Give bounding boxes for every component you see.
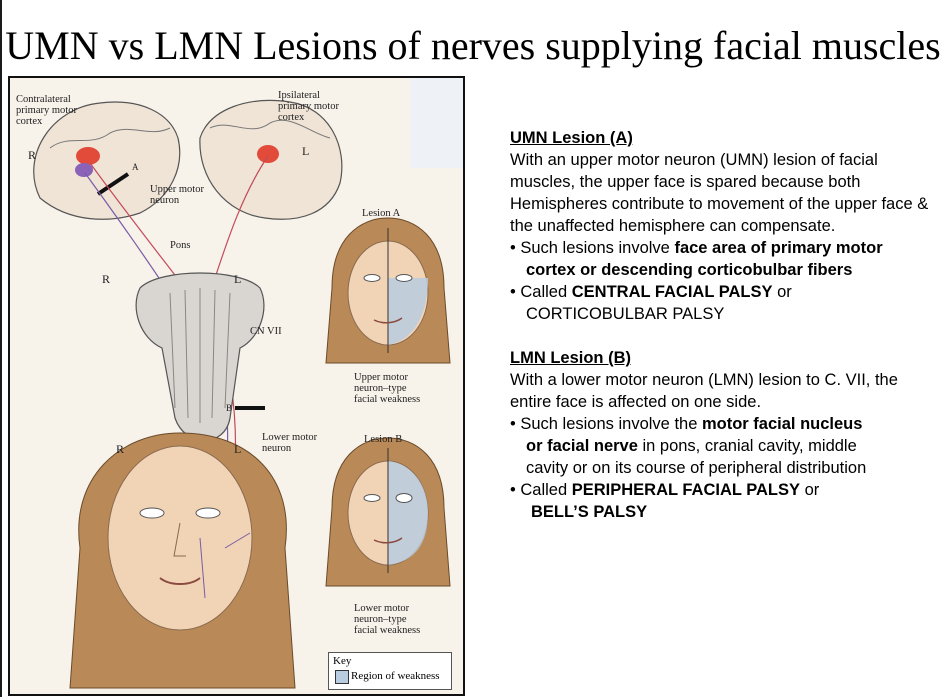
right-side-label-bottom: R [116, 442, 125, 456]
slide-left-border [0, 0, 2, 697]
contralateral-cortex-label: Contralateral primary motor cortex [16, 94, 77, 127]
key-label: Region of weakness [351, 670, 440, 682]
section-gap [510, 325, 942, 347]
lmn-called-prefix: • Called [510, 481, 572, 499]
lmn-bullet-location-bold1: motor facial nucleus [701, 415, 863, 433]
slide-title: UMN vs LMN Lesions of nerves supplying f… [5, 23, 941, 68]
gyri-left [49, 127, 171, 149]
face-b-mouth [373, 537, 403, 544]
left-side-label-bottom: L [234, 442, 242, 456]
ipsilateral-cortex-label: Ipsilateral primary motor cortex [278, 90, 339, 123]
left-motor-cortex-area [76, 147, 100, 165]
right-side-label-top: R [28, 148, 37, 162]
umn-called-suffix: or [772, 283, 792, 301]
lmn-weakness-label: Lower motor neuron–type facial weakness [354, 603, 421, 636]
lmn-bullet-called: • Called PERIPHERAL FACIAL PALSY or [510, 479, 942, 501]
umn-intro: With an upper motor neuron (UMN) lesion … [510, 151, 929, 235]
lmn-bullet-location-suffix: in pons, cranial cavity, middle [637, 437, 857, 455]
umn-bullet-location-bold2: cortex or descending corticobulbar fiber… [526, 261, 853, 279]
umn-called-line2: CORTICOBULBAR PALSY [526, 305, 725, 323]
large-face-left-eye [139, 507, 165, 519]
pons-label: Pons [170, 240, 191, 251]
left-hemisphere [33, 101, 181, 220]
figure-key: Key Region of weakness [328, 652, 452, 690]
lmn-bullet-location-line3: cavity or on its course of peripheral di… [526, 459, 867, 477]
nerve-branch-1 [224, 532, 251, 549]
umn-bullet-called: • Called CENTRAL FACIAL PALSY or [510, 281, 942, 303]
umn-called-bold: CENTRAL FACIAL PALSY [571, 283, 773, 301]
lesion-a-label: Lesion A [362, 208, 401, 219]
lmn-bullet-location-bold2: or facial nerve [526, 437, 638, 455]
left-side-label-top: L [302, 144, 310, 158]
umn-bullet-location-bold1: face area of primary motor [674, 239, 883, 257]
facial-nerve-figure: Contralateral primary motor cortex Ipsil… [8, 76, 465, 696]
lesion-a-tag: A [132, 162, 139, 172]
lmn-intro: With a lower motor neuron (LMN) lesion t… [510, 371, 898, 411]
umn-bullet-location-cont: cortex or descending corticobulbar fiber… [510, 259, 942, 281]
faded-background [410, 78, 463, 168]
right-motor-cortex-area [257, 145, 279, 163]
large-face-mouth [159, 577, 201, 585]
large-face [107, 445, 253, 631]
face-a-left-eye [363, 274, 381, 282]
key-title: Key [333, 655, 352, 667]
left-motor-cortex-lower [75, 163, 93, 177]
left-side-label-mid: L [234, 272, 242, 286]
lmn-bullet-location: • Such lesions involve the motor facial … [510, 413, 942, 435]
cn-vii-label: CN VII [250, 326, 282, 337]
gyri-right [209, 119, 331, 139]
right-side-label-mid: R [102, 272, 111, 286]
lmn-heading: LMN Lesion (B) [510, 349, 631, 367]
face-b-right-eye [395, 493, 413, 503]
umn-weakness-label: Upper motor neuron–type facial weakness [354, 372, 421, 405]
umn-bullet-location-prefix: • Such lesions involve [510, 239, 675, 257]
lesion-b-tag: B [226, 403, 233, 413]
lower-motor-neuron-label: Lower motor neuron [262, 432, 318, 454]
face-a-right-eye [395, 274, 413, 282]
nerve-branch-2 [199, 537, 206, 599]
key-swatch [335, 670, 349, 684]
face-a-weak-region [388, 278, 428, 345]
lmn-called-bold: PERIPHERAL FACIAL PALSY [571, 481, 801, 499]
explanation-panel: UMN Lesion (A) With an upper motor neuro… [510, 127, 942, 523]
lmn-called-suffix: or [800, 481, 820, 499]
umn-heading: UMN Lesion (A) [510, 129, 633, 147]
umn-bullet-location: • Such lesions involve face area of prim… [510, 237, 942, 259]
figure-illustration [33, 78, 463, 689]
brainstem-striations [169, 288, 231, 423]
upper-motor-neuron-label: Upper motor neuron [150, 184, 204, 206]
face-a-mouth [373, 317, 403, 324]
large-face-nose [173, 522, 186, 557]
face-b-weak-region [388, 461, 428, 565]
lesion-a-marker [96, 172, 130, 196]
large-face-right-eye [195, 507, 221, 519]
lmn-called-line2: BELL’S PALSY [510, 501, 942, 523]
lmn-bullet-location-cont: or facial nerve in pons, cranial cavity,… [510, 435, 942, 457]
lmn-bullet-location-prefix: • Such lesions involve the [510, 415, 702, 433]
lmn-called-line2-bold: BELL’S PALSY [531, 503, 648, 521]
umn-called-prefix: • Called [510, 283, 572, 301]
face-b-left-eye [363, 494, 381, 502]
lesion-b-label: Lesion B [364, 434, 403, 445]
